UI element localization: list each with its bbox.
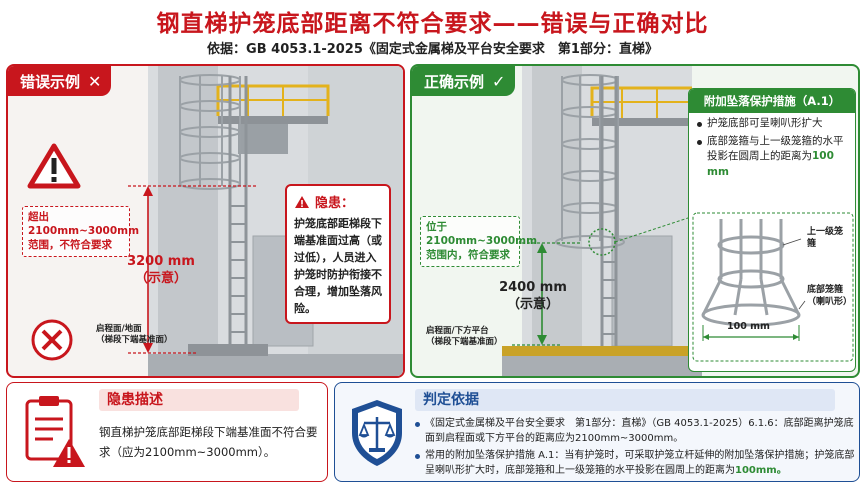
bullet-icon bbox=[415, 454, 420, 459]
wrong-floor-label-1: 启程面/地面 bbox=[96, 324, 142, 334]
right-floor-label-2: （梯段下端基准面） bbox=[426, 337, 503, 348]
clipboard-warning-icon bbox=[25, 396, 85, 467]
judgment-basis-item-1: 《固定式金属梯及平台安全要求 第1部分：直梯》（GB 4053.1-2025）6… bbox=[415, 417, 855, 446]
hoop-distance-label: 100 mm bbox=[727, 321, 770, 332]
right-dimension-caption: （示意） bbox=[506, 296, 559, 312]
judgment-basis-list: 《固定式金属梯及平台安全要求 第1部分：直梯》（GB 4053.1-2025）6… bbox=[415, 417, 855, 481]
fall-protection-item-2-text: 底部笼箍与上一级笼箍的水平投影在圆周上的距离为 bbox=[707, 135, 844, 163]
fall-protection-item-2-value: 100 mm bbox=[707, 150, 834, 178]
hazard-description-title: 隐患描述 bbox=[99, 389, 299, 411]
hazard-card-title: 隐患： bbox=[315, 196, 355, 211]
right-dimension-value: 2400 mm （示意） bbox=[488, 280, 578, 314]
cross-icon: ✕ bbox=[88, 71, 102, 91]
wrong-example-tag: 错误示例 ✕ bbox=[8, 66, 112, 96]
judgment-basis-item-2-value: 100mm。 bbox=[735, 464, 787, 476]
wrong-floor-label-2: （梯段下端基准面） bbox=[96, 335, 173, 346]
flared-cage-diagram bbox=[692, 212, 854, 362]
upper-hoop-label: 上一级笼箍 bbox=[807, 227, 844, 249]
check-icon: ✓ bbox=[492, 71, 506, 91]
right-dimension-number: 2400 mm bbox=[499, 280, 567, 295]
right-example-tag: 正确示例 ✓ bbox=[412, 66, 516, 96]
judgment-basis-item-2-text: 常用的附加坠落保护措施 A.1：当有护笼时，可采取护笼立杆延伸的附加坠落保护措施… bbox=[425, 450, 855, 476]
fall-protection-title: 附加坠落保护措施（A.1） bbox=[689, 89, 855, 113]
wrong-dimension-value: 3200 mm （示意） bbox=[116, 254, 206, 288]
judgment-basis-item-2: 常用的附加坠落保护措施 A.1：当有护笼时，可采取护笼立杆延伸的附加坠落保护措施… bbox=[415, 449, 855, 478]
bottom-hoop-label: 底部笼箍（喇叭形） bbox=[807, 285, 853, 307]
bullet-icon bbox=[415, 422, 420, 427]
right-ladder-scene bbox=[502, 66, 702, 376]
wrong-example-tag-label: 错误示例 bbox=[20, 72, 81, 91]
hazard-description-panel: 隐患描述 钢直梯护笼底部距梯段下端基准面不符合要求（应为2100mm~3000m… bbox=[6, 382, 328, 482]
hazard-card-text: 护笼底部距梯段下端基准面过高（或过低），人员进入护笼时防护衔接不合理，增加坠落风… bbox=[294, 217, 382, 316]
page-subtitle: 依据：GB 4053.1-2025《固定式金属梯及平台安全要求 第1部分：直梯》 bbox=[207, 42, 658, 57]
fall-protection-item-1-text: 护笼底部可呈喇叭形扩大 bbox=[707, 117, 823, 129]
bullet-icon bbox=[697, 140, 702, 146]
fall-protection-item-1: 护笼底部可呈喇叭形扩大 bbox=[689, 113, 855, 131]
fall-protection-item-2: 底部笼箍与上一级笼箍的水平投影在圆周上的距离为100 mm bbox=[689, 131, 855, 180]
fall-protection-card: 附加坠落保护措施（A.1） 护笼底部可呈喇叭形扩大 底部笼箍与上一级笼箍的水平投… bbox=[688, 88, 856, 372]
bullet-icon bbox=[697, 122, 702, 127]
page-title: 钢直梯护笼底部距离不符合要求——错误与正确对比 bbox=[156, 11, 709, 37]
error-circle-icon bbox=[31, 319, 73, 361]
judgment-basis-item-1-text: 《固定式金属梯及平台安全要求 第1部分：直梯》（GB 4053.1-2025）6… bbox=[425, 418, 854, 444]
right-floor-label: 启程面/下方平台 （梯段下端基准面） bbox=[426, 326, 503, 348]
wrong-dimension-caption: （示意） bbox=[134, 270, 187, 286]
hazard-description-text: 钢直梯护笼底部距梯段下端基准面不符合要求（应为2100mm~3000mm）。 bbox=[99, 425, 318, 459]
wrong-floor-label: 启程面/地面 （梯段下端基准面） bbox=[96, 324, 173, 346]
right-floor-label-1: 启程面/下方平台 bbox=[426, 326, 489, 336]
warning-small-icon bbox=[295, 195, 309, 208]
warning-icon bbox=[27, 143, 81, 189]
judgment-basis-title: 判定依据 bbox=[415, 389, 835, 411]
shield-scale-icon bbox=[352, 400, 402, 466]
wrong-dimension-number: 3200 mm bbox=[127, 254, 195, 269]
wrong-range-note: 超出2100mm~3000mm范围，不符合要求 bbox=[22, 206, 139, 257]
right-example-tag-label: 正确示例 bbox=[424, 72, 485, 91]
wrong-example-panel: 错误示例 ✕ bbox=[6, 64, 405, 378]
judgment-basis-panel: 判定依据 《固定式金属梯及平台安全要求 第1部分：直梯》（GB 4053.1-2… bbox=[334, 382, 860, 482]
hazard-card-header: 隐患： bbox=[294, 192, 382, 211]
hazard-card: 隐患： 护笼底部距梯段下端基准面过高（或过低），人员进入护笼时防护衔接不合理，增… bbox=[285, 184, 391, 324]
right-range-note: 位于2100mm~3000mm范围内，符合要求 bbox=[420, 216, 537, 267]
